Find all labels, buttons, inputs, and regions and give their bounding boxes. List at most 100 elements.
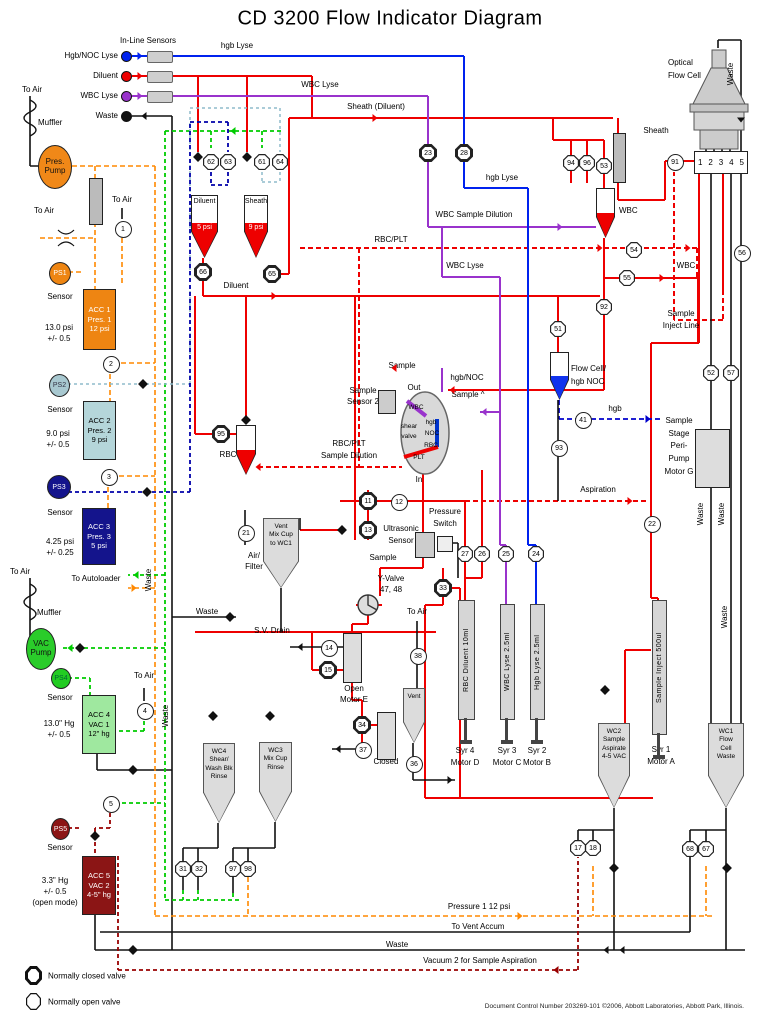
valve-54-label: 54 [627,243,641,257]
ps4: PS4 [51,668,71,689]
valve-24: 24 [528,546,544,562]
flow-arrow-icon [553,966,559,974]
diagram-label: Ultrasonic [383,524,419,533]
port-2: 2 [708,158,713,167]
diagram-label: RBC/PLT [374,235,408,244]
rbc-reservoir [236,425,256,475]
valve-33-label: 33 [436,581,450,595]
valve-2: 2 [102,355,120,373]
diagram-label: 4.25 psi [45,537,75,546]
diagram-label: Pressure 1 12 psi [447,902,511,911]
flow-arrow-icon [335,745,341,753]
valve-32-label: 32 [192,862,206,876]
valve-14: 14 [320,639,338,657]
diagram-label: NOC [424,429,440,437]
diagram-label: To Air [111,195,133,204]
wbc-reservoir [596,188,615,238]
syr-3-plunger-foot [500,740,513,744]
syr-1-plunger [657,733,660,755]
diagram-label: +/- 0.5 [43,887,67,896]
diagram-label: Motor A [647,757,675,766]
valve-66-label: 66 [196,265,210,279]
inline-sensor-3 [147,91,173,103]
muffler-coil-top [23,99,37,137]
diagram-label: Stage [668,429,690,438]
diagram-label: Out [407,383,421,392]
valve-62-label: 62 [204,155,218,169]
valve-15-label: 15 [321,663,335,677]
diagram-label: Y-Valve [377,574,405,583]
diagram-label: 9.0 psi [46,429,70,438]
valve-98-label: 98 [241,862,255,876]
valve-13: 13 [359,521,377,539]
vent-label: Vent [404,689,424,742]
diagram-label: 3.3" Hg [41,876,69,885]
flow-arrow-icon [133,571,139,579]
valve-36: 36 [405,755,423,773]
acc-3: ACC 3 Pres. 3 5 psi [82,508,116,565]
valve-28: 28 [455,144,473,162]
diagram-label: +/- 0.5 [46,440,70,449]
diagram-label: hgb Lyse [485,173,519,182]
diagram-label: Waste [720,605,729,629]
valve-92-label: 92 [597,300,611,314]
diagram-label: Sensor 2 [346,397,380,406]
syr-1: Sample Inject 500ul [652,600,667,735]
diluent-port [121,71,132,82]
diagram-label: +/- 0.25 [46,548,74,557]
optical-flow-cell [689,49,749,150]
syr-2-label: Hgb Lyse 2.5ml [534,634,541,690]
valve-91: 91 [666,153,684,171]
syr-3: WBC Lyse 2.5ml [500,604,515,720]
syr-1-plunger-foot [652,755,665,759]
diagram-label: In [415,475,423,484]
flow-arrow-icon [141,112,147,120]
diagram-label: Motor B [522,758,552,767]
valve-97: 97 [225,861,241,877]
diagram-label: WBC Lyse [80,91,119,100]
diagram-label: Syr 2 [527,746,547,755]
valve-32: 32 [191,861,207,877]
diagram-label: hgb NOC [571,377,605,386]
hgb-noc-lyse-port [121,51,132,62]
valve-33: 33 [434,579,452,597]
acc-4: ACC 4 VAC 1 12" hg [82,695,116,754]
diagram-label: Sample Dilution [320,451,378,460]
sheath-reservoir-liquid [245,196,267,257]
valve-17-label: 17 [571,841,585,855]
diagram-label: Waste [385,940,409,949]
shear-rbcplt-channel [403,445,439,459]
diagram-label: Pump [668,454,690,463]
sample-sensor-2 [378,390,396,414]
diagram-label: Waste [696,502,705,526]
shear-wbc-channel [405,399,428,418]
diagram-label: hgb/NOC [450,373,484,382]
syr-2-plunger [535,718,538,740]
diagram-label: Muffler [38,118,63,127]
diagram-label: WBC Lyse [446,261,484,270]
valve-93: 93 [550,439,568,457]
diagram-label: Waste [717,502,726,526]
diagram-label: shear [400,422,418,430]
document-control-number: Document Control Number 203269-101 ©2006… [484,1003,744,1010]
diagram-label: To Air [9,567,31,576]
diagram-label: WBC [619,206,638,215]
valve-31-label: 31 [176,862,190,876]
diagram-label: +/- 0.5 [47,334,71,343]
port-3: 3 [718,158,724,167]
flow-arrow-icon [619,946,625,954]
diagram-label: Filter [245,562,263,571]
flow-arrow-icon [131,584,137,592]
diagram-label: Aspiration [580,485,616,494]
diagram-label: WBC [408,403,424,411]
filter-right [613,133,626,183]
valve-27: 27 [457,546,473,562]
valve-54: 54 [626,242,642,258]
diagram-label: PLT [413,453,425,461]
valve-52: 52 [703,365,719,381]
acc-5: ACC 5 VAC 2 4-5" hg [82,856,116,915]
muffler-coil-bottom [23,583,37,621]
diagram-label: +/- 0.5 [47,730,71,739]
flow-arrow-icon [737,117,745,123]
